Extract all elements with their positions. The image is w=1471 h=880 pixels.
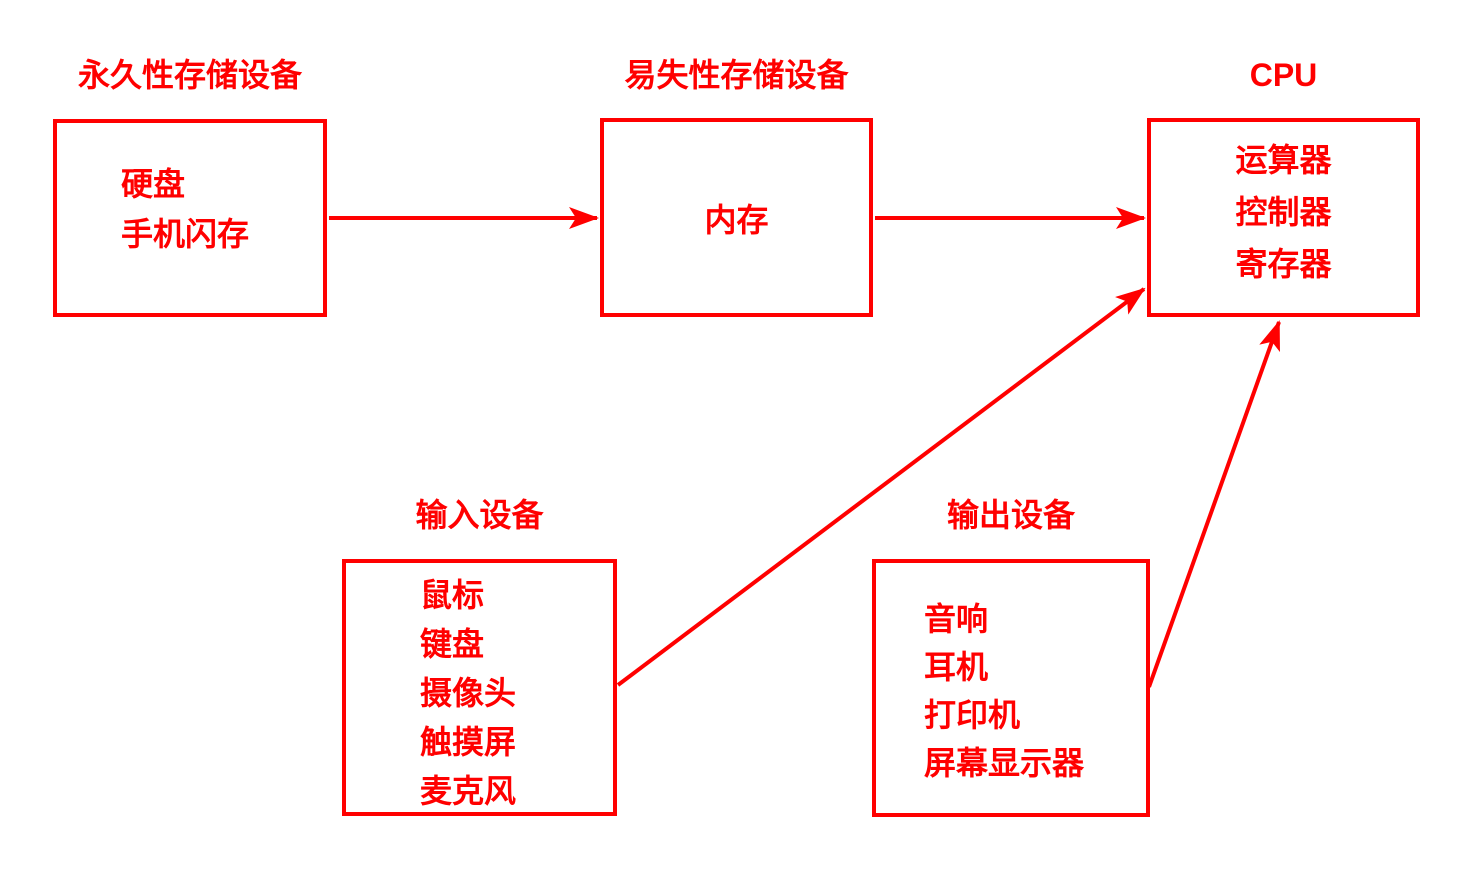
node-item: 打印机 — [924, 697, 1021, 733]
arrow-output-to-cpu — [1147, 320, 1281, 688]
input-devices-box: 鼠标 键盘 摄像头 触摸屏 麦克风 — [342, 559, 617, 816]
volatile-storage-box: 内存 — [600, 118, 873, 317]
node-item: 寄存器 — [1235, 246, 1332, 282]
permanent-storage-title: 永久性存储设备 — [77, 57, 302, 93]
node-item: 运算器 — [1235, 142, 1332, 178]
node-item: 屏幕显示器 — [924, 745, 1085, 781]
node-item: 音响 — [924, 601, 989, 637]
node-item: 触摸屏 — [420, 724, 517, 760]
cpu-box: 运算器 控制器 寄存器 — [1147, 118, 1420, 317]
node-item: 硬盘 — [121, 166, 186, 202]
node-item: 手机闪存 — [121, 216, 250, 252]
node-item: 键盘 — [420, 626, 485, 662]
output-devices-box: 音响 耳机 打印机 屏幕显示器 — [872, 559, 1150, 817]
node-item: 内存 — [704, 201, 769, 238]
node-item: 控制器 — [1235, 194, 1332, 230]
output-devices-title: 输出设备 — [946, 497, 1075, 533]
node-item: 麦克风 — [420, 773, 517, 809]
cpu-title: CPU — [1249, 57, 1318, 93]
permanent-storage-box: 硬盘 手机闪存 — [53, 119, 327, 317]
input-devices-title: 输入设备 — [415, 497, 544, 533]
node-item: 耳机 — [924, 649, 989, 685]
node-item: 鼠标 — [420, 577, 485, 613]
volatile-storage-title: 易失性存储设备 — [624, 57, 849, 93]
node-item: 摄像头 — [420, 675, 517, 711]
